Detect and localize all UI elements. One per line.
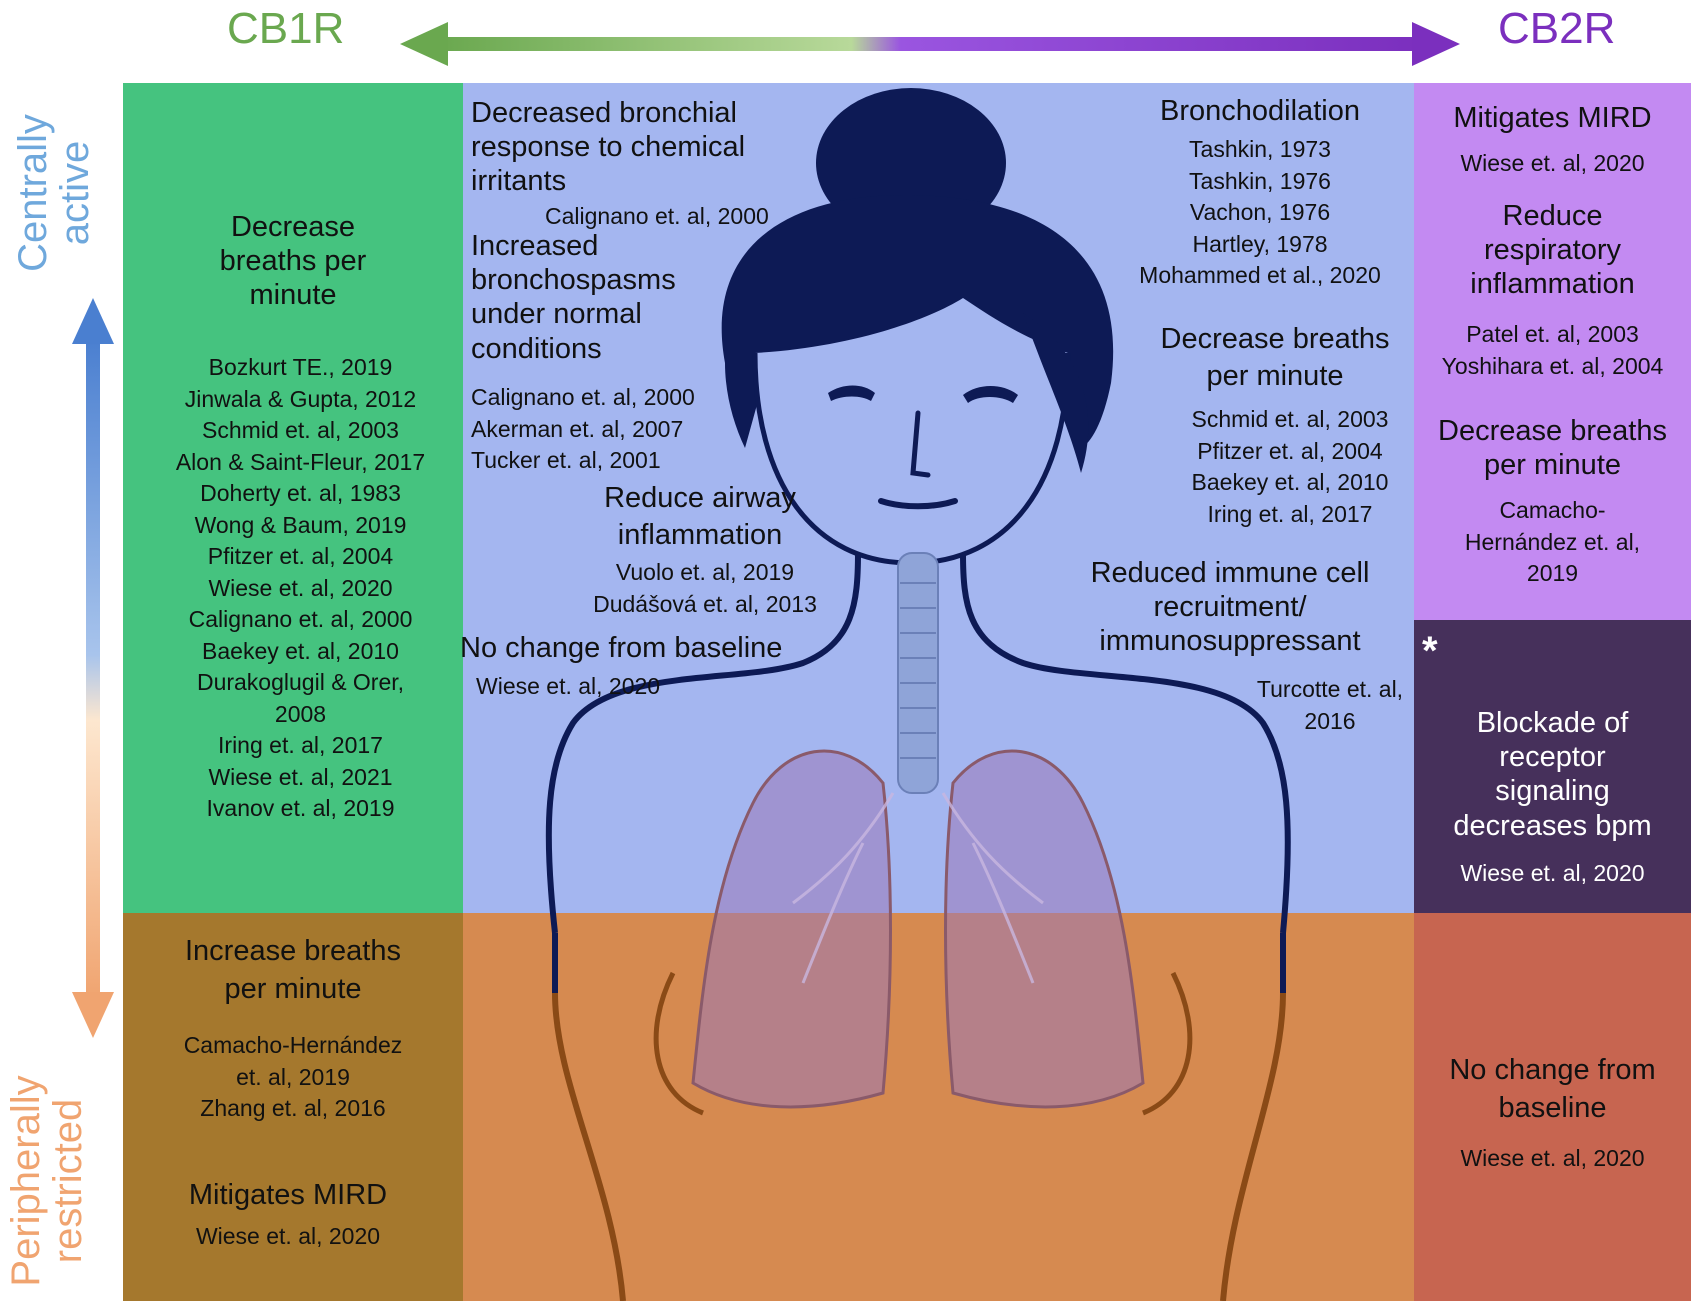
body-outline <box>545 552 1291 934</box>
airway-inflammation-refs: Vuolo et. al, 2019 Dudášová et. al, 2013 <box>593 559 817 617</box>
cb2r-label: CB2R <box>1498 4 1616 53</box>
cb2r-blockade-ref: Wiese et. al, 2020 <box>1460 860 1645 886</box>
immune-cell-heading: Reduced immune cell recruitment/ immunos… <box>1090 557 1370 658</box>
panel-cb1r-peripheral <box>123 913 463 1301</box>
cb2r-no-change-ref: Wiese et. al, 2020 <box>1460 1145 1645 1171</box>
cb1r-cb2r-arrow <box>400 22 1460 66</box>
cb1r-peripheral-refs-2: Wiese et. al, 2020 <box>195 1223 381 1249</box>
bronchospasm-refs: Calignano et. al, 2000 Akerman et. al, 2… <box>471 384 695 473</box>
bronchial-response-heading: Decreased bronchial response to chemical… <box>471 97 746 198</box>
cb1r-label: CB1R <box>227 4 345 53</box>
bronchial-response-ref: Calignano et. al, 2000 <box>545 203 769 229</box>
centrally-active-label: Centrally active <box>11 114 97 272</box>
cb2r-blockade-heading: Blockade of receptor signaling decreases… <box>1453 707 1652 842</box>
immune-cell-refs: Turcotte et. al, 2016 <box>1256 676 1404 734</box>
cb1r-central-refs: Bozkurt TE., 2019 Jinwala & Gupta, 2012 … <box>175 354 426 821</box>
cb1r-central-heading: Decrease breaths per minute <box>219 211 367 312</box>
panel-cb2r-central <box>1414 83 1691 620</box>
mouth <box>878 498 958 510</box>
right-eye <box>963 386 1018 403</box>
panel-cb2r-blockade <box>1414 620 1691 913</box>
left-lung <box>691 749 892 1109</box>
cb1r-peripheral-heading-2: Mitigates MIRD <box>188 1179 388 1211</box>
cb1r-no-change-heading: No change from baseline <box>460 632 783 664</box>
cb1r-peripheral-heading-1: Increase breaths per minute <box>184 935 401 1005</box>
face <box>755 298 1068 563</box>
airway-inflammation-heading: Reduce airway inflammation <box>604 482 796 552</box>
cb2r-inflammation-heading: Reduce respiratory inflammation <box>1470 200 1635 301</box>
cb2r-bpm-heading: Decrease breaths per minute <box>1438 415 1667 482</box>
peripherally-restricted-label: Peripherally restricted <box>4 1075 90 1287</box>
cb2r-mird-ref: Wiese et. al, 2020 <box>1460 150 1645 176</box>
vertical-gradient-arrow <box>72 298 114 1038</box>
panel-cb2r-peripheral <box>1414 913 1691 1301</box>
nose <box>910 410 931 478</box>
bronchospasm-heading: Increased bronchospasms under normal con… <box>471 230 676 365</box>
asterisk-marker: * <box>1422 629 1438 673</box>
human-figure-illustration <box>545 88 1291 1301</box>
cb1r-no-change-ref: Wiese et. al, 2020 <box>476 673 661 699</box>
panel-middle-peripheral <box>463 913 1414 1301</box>
cb2r-mird-heading: Mitigates MIRD <box>1453 102 1652 134</box>
cb1r-peripheral-refs-1: Camacho-Hernández et. al, 2019 Zhang et.… <box>183 1032 403 1121</box>
right-lung <box>944 749 1145 1109</box>
cb1r-bpm-refs: Schmid et. al, 2003 Pfitzer et. al, 2004… <box>1191 406 1389 527</box>
bronchodilation-refs: Tashkin, 1973 Tashkin, 1976 Vachon, 1976… <box>1139 136 1381 288</box>
cb2r-bpm-refs: Camacho- Hernández et. al, 2019 <box>1464 497 1641 586</box>
cb2r-inflammation-refs: Patel et. al, 2003 Yoshihara et. al, 200… <box>1441 321 1664 379</box>
left-eye <box>828 385 875 401</box>
bronchodilation-heading: Bronchodilation <box>1160 95 1360 127</box>
cb1r-bpm-heading: Decrease breaths per minute <box>1160 323 1390 393</box>
panel-cb1r-central <box>123 83 463 913</box>
cb2r-no-change-heading: No change from baseline <box>1449 1054 1656 1124</box>
